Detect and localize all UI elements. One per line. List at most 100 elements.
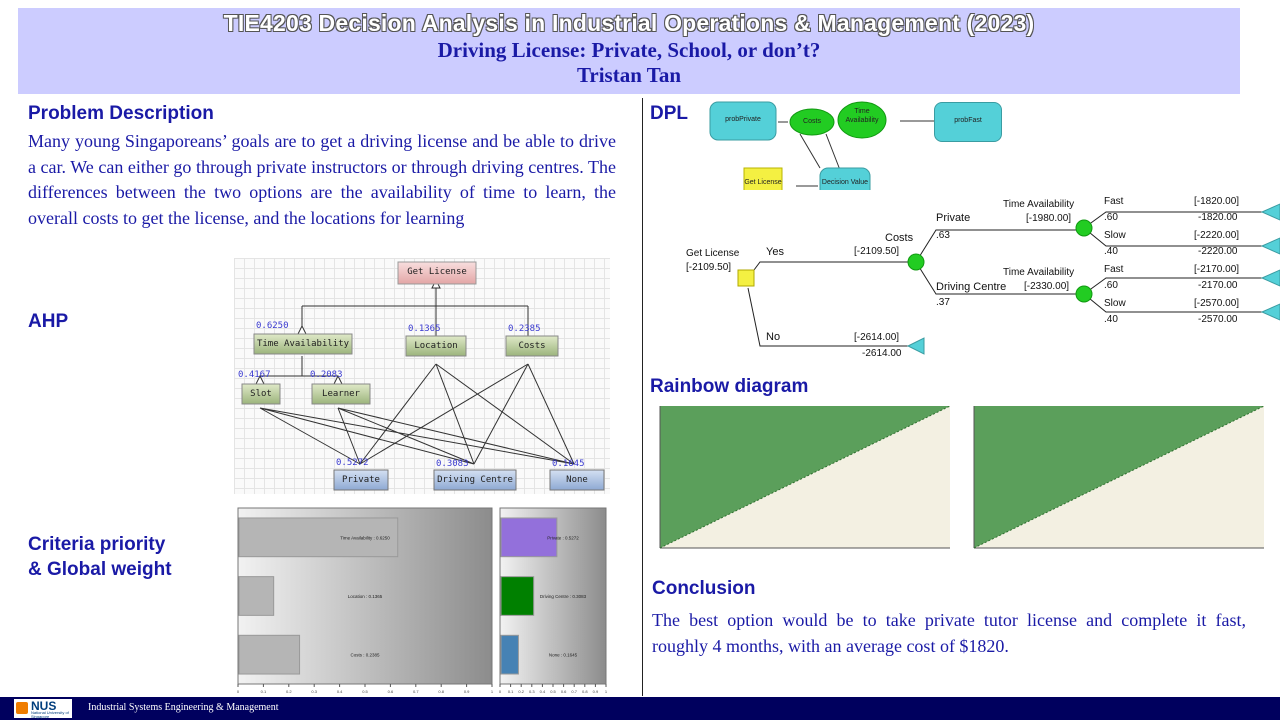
ahp-weight: 0.5272 (336, 458, 369, 468)
tree-costs-val: [-2109.50] (854, 246, 900, 257)
ahp-weight: 0.1645 (552, 459, 585, 469)
influence-arrow (900, 120, 934, 122)
problem-text: Many young Singaporeans’ goals are to ge… (28, 131, 616, 228)
costs-node (789, 108, 835, 136)
ahp-weight: 0.2083 (310, 370, 343, 380)
x-tick-label: 0.1 (261, 689, 267, 694)
bar (238, 576, 275, 616)
ahp-weight: 0.2385 (508, 324, 541, 334)
nus-logo: NUS National University of Singapore (14, 699, 72, 719)
chance-node (1075, 285, 1093, 303)
x-tick-label: 0.3 (311, 689, 317, 694)
tree-ta2-val: [-2330.00] (1024, 281, 1070, 292)
terminal-node (1260, 303, 1280, 321)
tree-fast1-val: [-1820.00] (1194, 196, 1240, 207)
tree-private: Private (936, 212, 971, 224)
bar (500, 634, 519, 675)
tree-ta2: Time Availability (1003, 267, 1075, 278)
ahp-heading: AHP (28, 311, 69, 332)
chance-node (1075, 219, 1093, 237)
ahp-alternative-label: Driving Centre (437, 475, 513, 485)
lion-icon (16, 702, 28, 714)
tree-fast2: Fast (1104, 264, 1124, 275)
bar-label: Costs : 0.2385 (350, 653, 380, 658)
course-title: TIE4203 Decision Analysis in Industrial … (223, 10, 1035, 36)
decision-tree: Get License [-2109.50] Yes No Costs [-21… (680, 190, 1280, 366)
x-tick-label: 0.1 (508, 689, 514, 694)
tree-slow1-p: .40 (1104, 246, 1118, 257)
x-tick-label: 0.6 (561, 689, 567, 694)
bar (500, 517, 558, 558)
ahp-criterion-box (253, 333, 353, 355)
poster-header: TIE4203 Decision Analysis in Industrial … (18, 8, 1240, 94)
decision-label: Decision Value (821, 179, 869, 186)
tree-fast2-val: [-2170.00] (1194, 264, 1240, 275)
tree-root: Get License (686, 248, 740, 259)
bar-label: Time Availability : 0.6250 (340, 535, 390, 540)
rainbow-chart-2 (960, 402, 1266, 556)
footer-department: Industrial Systems Engineering & Managem… (88, 702, 279, 713)
column-divider (642, 98, 643, 696)
tree-fast1: Fast (1104, 196, 1124, 207)
ahp-goal-box (397, 261, 477, 285)
bar (500, 576, 535, 616)
ahp-hierarchy: Get License 0.6250 Time Availability 0.1… (234, 258, 610, 494)
ahp-criterion-box (405, 335, 467, 357)
tree-no: No (766, 331, 781, 343)
x-tick-label: 0.8 (582, 689, 588, 694)
ahp-subcriterion-box (311, 383, 371, 405)
tree-slow1-term: -2220.00 (1198, 246, 1238, 257)
tree-costs: Costs (885, 232, 914, 244)
ahp-criterion-box (505, 335, 559, 357)
ahp-weight: 0.3083 (436, 459, 469, 469)
time-node (837, 101, 887, 139)
x-tick-label: 0.9 (593, 689, 599, 694)
ahp-alternative-label: Private (342, 475, 380, 485)
time-label: Time Availability (845, 108, 879, 124)
ahp-alternative-box (433, 469, 517, 491)
bar-label: None : 0.1645 (549, 653, 578, 658)
x-tick-label: 0 (237, 689, 240, 694)
conclusion-heading: Conclusion (652, 578, 756, 599)
ahp-subcriterion-label: Slot (250, 389, 272, 399)
tree-slow2-val: [-2570.00] (1194, 298, 1240, 309)
rainbow-boundary (973, 405, 1265, 549)
chance-node (907, 253, 925, 271)
tree-no-term: -2614.00 (862, 348, 902, 359)
get-label: Get License (744, 179, 782, 186)
ahp-alternative-box (549, 469, 605, 491)
tree-fast2-term: -2170.00 (1198, 280, 1238, 291)
tree-dc-p: .37 (936, 297, 950, 308)
ahp-criterion-label: Costs (518, 341, 546, 351)
ahp-subcriterion-label: Learner (322, 389, 360, 399)
x-tick-label: 0.5 (362, 689, 368, 694)
tree-yes: Yes (766, 246, 784, 258)
tree-ta1-val: [-1980.00] (1026, 213, 1072, 224)
x-tick-label: 0.7 (413, 689, 419, 694)
footer-bar: NUS National University of Singapore Ind… (0, 697, 1280, 720)
tree-slow1-val: [-2220.00] (1194, 230, 1240, 241)
rainbow-svg-2 (973, 405, 1265, 549)
ahp-diagram-svg (241, 261, 605, 491)
rainbow-chart-1 (648, 402, 954, 556)
tree-ta1: Time Availability (1003, 199, 1075, 210)
tree-fast2-p: .60 (1104, 280, 1118, 291)
poster-title: Driving License: Private, School, or don… (437, 38, 821, 62)
terminal-node (1260, 269, 1280, 287)
x-tick-label: 0.8 (438, 689, 444, 694)
bar-label: Private : 0.5272 (547, 535, 579, 540)
x-tick-label: 0 (499, 689, 502, 694)
ahp-goal-label: Get License (407, 267, 467, 277)
author-name: Tristan Tan (576, 63, 682, 87)
tree-fast1-p: .60 (1104, 212, 1118, 223)
terminal-node (1260, 237, 1280, 255)
tree-private-p: .63 (936, 230, 950, 241)
x-tick-label: 1 (491, 689, 494, 694)
problem-heading: Problem Description (28, 103, 214, 124)
ahp-alternative-label: None (566, 475, 588, 485)
tree-slow2-p: .40 (1104, 314, 1118, 325)
tree-root-val: [-2109.50] (686, 262, 732, 273)
